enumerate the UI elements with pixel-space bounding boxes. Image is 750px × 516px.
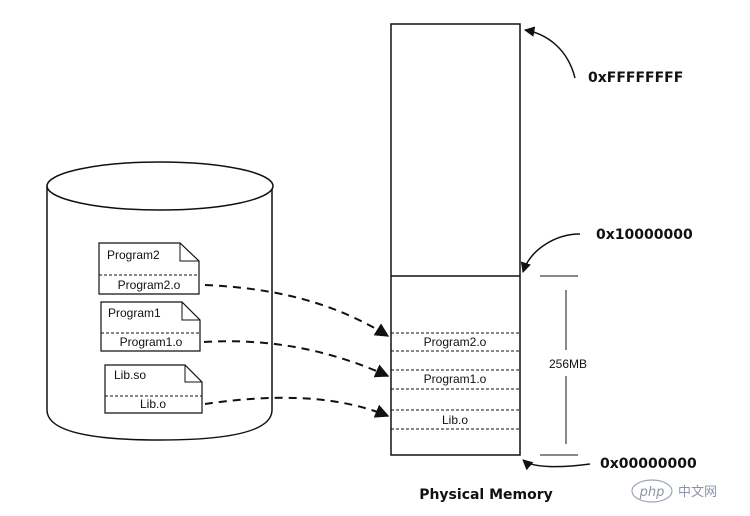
physical-memory-column xyxy=(390,23,521,456)
php-logo-icon xyxy=(631,479,673,503)
memory-title: Physical Memory xyxy=(419,487,553,503)
pointer-mid-arrow xyxy=(520,233,581,274)
file-lib-so-section: Lib.o xyxy=(140,397,166,411)
file-program2-section: Program2.o xyxy=(118,278,181,292)
file-program1-section: Program1.o xyxy=(120,335,183,349)
mid-address-label: 0x10000000 xyxy=(596,227,693,243)
memory-slot-program2-label: Program2.o xyxy=(424,335,487,349)
size-label: 256MB xyxy=(549,357,587,371)
memory-slot-program1-label: Program1.o xyxy=(424,372,487,386)
pointer-top-arrow xyxy=(523,26,576,79)
size-indicator xyxy=(540,275,578,456)
bottom-address-label: 0x00000000 xyxy=(600,456,697,472)
load-arrow-lib xyxy=(204,396,390,418)
watermark-text: 中文网 xyxy=(678,485,717,500)
watermark-logo-text: php xyxy=(639,485,665,500)
pointer-bottom-arrow xyxy=(522,459,591,471)
file-program1-title: Program1 xyxy=(108,306,161,320)
file-program2-title: Program2 xyxy=(107,248,160,262)
memory-slot-lib: Lib.o xyxy=(391,409,520,430)
memory-slot-lib-label: Lib.o xyxy=(442,413,468,427)
memory-slot-program1: Program1.o xyxy=(391,369,520,390)
file-lib-so-title: Lib.so xyxy=(114,368,146,382)
file-program2: Program2 Program2.o xyxy=(98,242,200,295)
watermark: php 中文网 xyxy=(631,479,717,503)
file-lib-so: Lib.so Lib.o xyxy=(104,364,203,414)
memory-slot-program2: Program2.o xyxy=(391,332,520,352)
top-address-label: 0xFFFFFFFF xyxy=(588,70,683,86)
file-program1: Program1 Program1.o xyxy=(100,301,201,352)
load-arrow-program2 xyxy=(204,284,390,337)
